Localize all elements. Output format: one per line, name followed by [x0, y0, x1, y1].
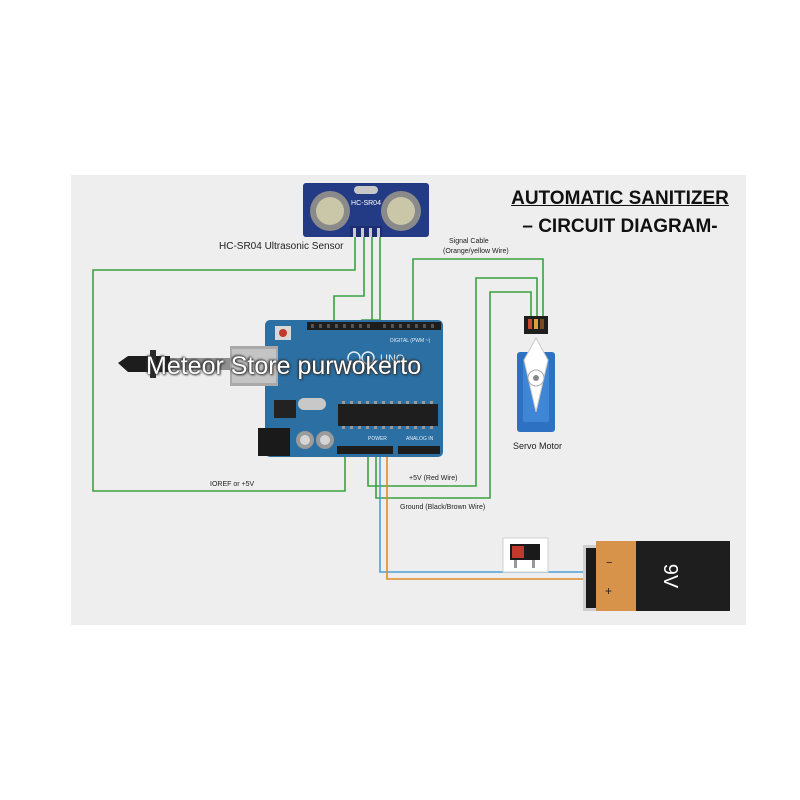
- title-line-1: AUTOMATIC SANITIZER: [511, 188, 729, 209]
- power-jack: [258, 428, 290, 456]
- wire-ioref-sensor: [92, 237, 356, 492]
- signal-cable-label: Signal Cable: [449, 238, 489, 245]
- atmega-chip: [338, 404, 438, 426]
- battery-voltage-label: 9V: [659, 564, 681, 589]
- battery-9v: − + 9V: [583, 541, 730, 611]
- sensor-label: HC-SR04 Ultrasonic Sensor: [219, 241, 344, 252]
- signal-cable-sublabel: (Orange/yellow Wire): [443, 248, 509, 255]
- wire-servo-signal: [412, 258, 544, 328]
- wire-sensor-trig: [333, 237, 365, 328]
- ir-sensor-probe: [118, 350, 230, 378]
- board-power-text: POWER: [368, 436, 387, 442]
- wire-servo-gnd: [375, 291, 532, 499]
- board-analog-text: ANALOG IN: [406, 436, 434, 442]
- board-uno-text: UNO: [380, 353, 405, 365]
- rocker-switch: [502, 537, 549, 573]
- wire-power-orange: [386, 452, 585, 580]
- battery-plus-label: +: [605, 584, 612, 598]
- wire-servo-5v: [367, 277, 538, 487]
- ultrasonic-sensor: HC-SR04: [303, 183, 429, 237]
- watermark-text: Meteor Store purwokerto: [146, 352, 422, 380]
- green-wires: [92, 237, 544, 499]
- ioref-label: IOREF or +5V: [210, 481, 255, 488]
- title-line-2: – CIRCUIT DIAGRAM-: [522, 216, 718, 237]
- servo-motor: [517, 316, 555, 432]
- sensor-chip-text: HC-SR04: [351, 200, 381, 207]
- servo-label: Servo Motor: [513, 441, 563, 451]
- ground-label: Ground (Black/Brown Wire): [400, 504, 486, 511]
- plus5v-label: +5V (Red Wire): [409, 475, 458, 482]
- arduino-board: DIGITAL (PWM ~) UNO: [230, 320, 443, 457]
- board-digital-text: DIGITAL (PWM ~): [390, 338, 430, 344]
- battery-minus-label: −: [606, 557, 612, 569]
